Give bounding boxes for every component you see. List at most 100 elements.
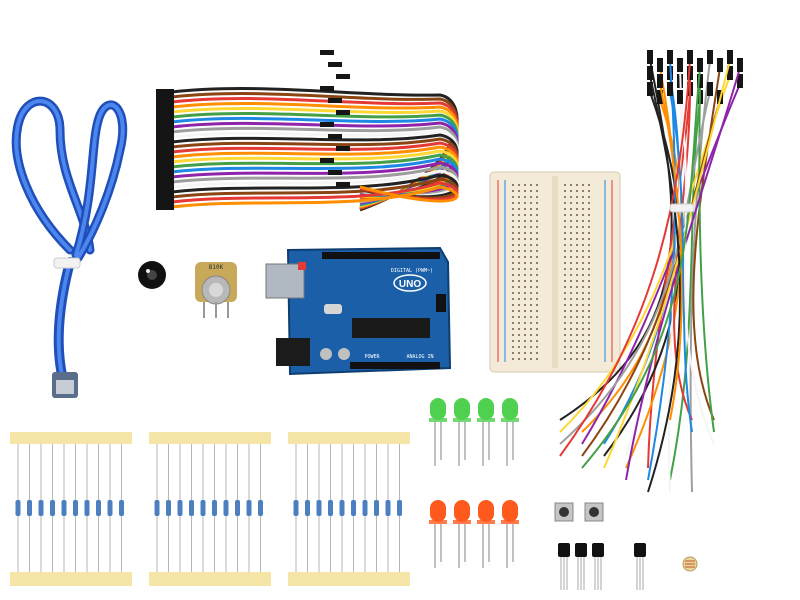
female-header xyxy=(156,199,174,205)
jumper-pin xyxy=(677,90,683,104)
jumper-pin xyxy=(667,82,673,96)
led xyxy=(454,500,470,522)
resistor xyxy=(385,500,391,516)
resistor xyxy=(339,500,345,516)
male-header xyxy=(320,158,334,163)
female-header xyxy=(156,114,174,120)
cable-tie xyxy=(53,257,81,269)
resistor-tape-top xyxy=(288,432,410,444)
female-header xyxy=(156,139,174,145)
transistor xyxy=(558,543,570,557)
resistor xyxy=(15,500,21,516)
male-header xyxy=(328,98,342,103)
female-header xyxy=(156,184,174,190)
female-header xyxy=(156,154,174,160)
led xyxy=(454,398,470,420)
female-header xyxy=(156,89,174,95)
push-button-left xyxy=(554,502,574,522)
resistor xyxy=(293,500,299,516)
jumper-pin xyxy=(647,66,653,80)
female-header xyxy=(156,164,174,170)
male-header xyxy=(320,86,334,91)
dc-jack xyxy=(276,338,310,366)
dupont-ribbon-cable xyxy=(156,50,459,212)
female-header xyxy=(156,179,174,185)
led xyxy=(502,398,518,420)
jumper-pin xyxy=(697,58,703,72)
resistor-tape-top xyxy=(10,432,132,444)
transistors xyxy=(558,543,646,590)
resistor xyxy=(212,500,217,516)
female-header xyxy=(156,99,174,105)
jumper-pin xyxy=(707,50,713,64)
led xyxy=(502,500,518,522)
female-header xyxy=(156,189,174,195)
resistor xyxy=(177,500,183,516)
analog-header xyxy=(350,362,440,369)
female-header xyxy=(156,174,174,180)
resistor xyxy=(27,500,32,516)
led xyxy=(430,500,446,522)
resistor xyxy=(374,500,379,516)
resistor xyxy=(316,500,322,516)
jumper-bundle-tie xyxy=(669,203,695,213)
usb-b-port xyxy=(265,263,305,299)
jumper-pin xyxy=(717,58,723,72)
female-header xyxy=(156,119,174,125)
jumper-pin xyxy=(727,50,733,64)
buzzer xyxy=(138,261,166,289)
usb-connector xyxy=(52,372,78,398)
resistor-strips xyxy=(10,432,410,586)
jumper-pin xyxy=(647,50,653,64)
resistor xyxy=(50,500,55,516)
male-header xyxy=(336,146,350,151)
light-sensor-ldr xyxy=(682,556,698,572)
male-header xyxy=(336,182,350,187)
resistor xyxy=(235,500,240,516)
transistor xyxy=(592,543,604,557)
resistor xyxy=(351,500,356,516)
resistor xyxy=(223,500,229,516)
female-header xyxy=(156,94,174,100)
resistor xyxy=(246,500,252,516)
jumper-pin xyxy=(677,58,683,72)
female-header xyxy=(156,144,174,150)
resistor xyxy=(166,500,171,516)
pot-label: B10K xyxy=(209,264,224,271)
female-header xyxy=(156,149,174,155)
resistor xyxy=(189,500,194,516)
jumper-pin xyxy=(667,50,673,64)
led-group-green xyxy=(429,398,519,466)
potentiometer: B10K xyxy=(195,262,237,318)
resistor xyxy=(397,500,402,516)
digital-header xyxy=(322,252,440,259)
female-header xyxy=(156,204,174,210)
female-header xyxy=(156,104,174,110)
jumper-pin xyxy=(657,74,663,88)
jumper-wire-bundle xyxy=(559,50,743,493)
resistor xyxy=(38,500,44,516)
resistor xyxy=(305,500,310,516)
resistor xyxy=(328,500,333,516)
arduino-uno-board: UNO DIGITAL (PWM~) ANALOG IN POWER xyxy=(265,246,452,376)
resistor xyxy=(200,500,206,516)
resistor-tape-bottom xyxy=(288,572,410,586)
resistor-tape-bottom xyxy=(10,572,132,586)
female-header xyxy=(156,194,174,200)
jumper-pin xyxy=(737,58,743,72)
resistor xyxy=(154,500,160,516)
uno-logo-text: UNO xyxy=(399,279,421,290)
female-header xyxy=(156,129,174,135)
led-group-red xyxy=(429,500,519,568)
resistor-tape-top xyxy=(149,432,271,444)
usb-cable xyxy=(11,96,128,380)
resistor xyxy=(96,500,101,516)
breadboard xyxy=(489,171,621,373)
female-header xyxy=(156,169,174,175)
female-header xyxy=(156,159,174,165)
jumper-pin xyxy=(727,66,733,80)
jumper-pin xyxy=(647,82,653,96)
push-button-right xyxy=(584,502,604,522)
male-header xyxy=(328,62,342,67)
